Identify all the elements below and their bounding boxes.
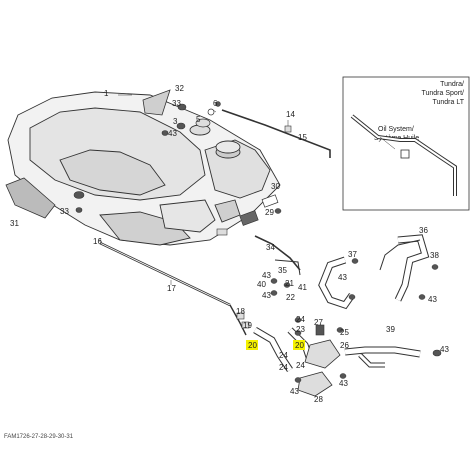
callout-37: 37 [348, 250, 357, 259]
callout-17: 17 [167, 284, 176, 293]
callout-39: 39 [386, 325, 395, 334]
callout-26: 26 [340, 341, 349, 350]
callout-35: 35 [278, 266, 287, 275]
callout-24c: 24 [279, 363, 288, 372]
callout-21: 21 [285, 279, 294, 288]
callout-31: 31 [10, 219, 19, 228]
callout-24b: 24 [279, 351, 288, 360]
callout-43e: 43 [428, 295, 437, 304]
valve-body [304, 339, 341, 369]
callout-14: 14 [286, 110, 295, 119]
callout-40: 40 [257, 280, 266, 289]
callout-38: 38 [430, 251, 439, 260]
callout-1: 1 [104, 89, 109, 98]
callout-24a: 24 [296, 315, 305, 324]
callout-33b: 33 [172, 99, 181, 108]
callout-43d: 43 [338, 273, 347, 282]
callout-34: 34 [266, 243, 275, 252]
callout-43b: 43 [262, 291, 271, 300]
callout-24d: 24 [296, 361, 305, 370]
inset-title-3: Tundra LT [432, 99, 464, 106]
callout-43f: 43 [440, 345, 449, 354]
callout-27: 27 [314, 318, 323, 327]
callout-36: 36 [419, 226, 428, 235]
oil-system-inset: Tundra/ Tundra Sport/ Tundra LT Oil Syst… [342, 76, 470, 211]
figure-id: FAM1726-27-28-29-30-31 [4, 434, 74, 440]
callout-28: 28 [314, 395, 323, 404]
callout-29: 29 [265, 208, 274, 217]
highlight-20b [293, 340, 305, 350]
highlight-20a [246, 340, 258, 350]
vent-line [221, 109, 331, 158]
callout-6: 6 [213, 99, 218, 108]
callout-43h: 43 [290, 387, 299, 396]
fuel-cap [195, 118, 211, 128]
callout-15: 15 [298, 133, 307, 142]
callout-18: 18 [236, 307, 245, 316]
callout-3: 3 [173, 117, 178, 126]
callout-25: 25 [340, 328, 349, 337]
bracket-28 [297, 371, 333, 397]
callout-23: 23 [296, 325, 305, 334]
callout-16: 16 [93, 237, 102, 246]
callout-41: 41 [298, 283, 307, 292]
callout-20a: 20 [248, 341, 257, 350]
oil-clamp [400, 149, 410, 159]
callout-43a: 43 [262, 271, 271, 280]
inset-title-1: Tundra/ [440, 81, 464, 88]
inset-title-2: Tundra Sport/ [421, 90, 464, 97]
callout-5: 5 [196, 115, 201, 124]
inset-oil-1: Oil System/ [378, 126, 414, 133]
pad-32 [142, 89, 171, 116]
callout-19: 19 [243, 321, 252, 330]
callout-43c: 43 [168, 129, 177, 138]
callout-43g: 43 [339, 379, 348, 388]
callout-30: 30 [271, 182, 280, 191]
callout-32: 32 [175, 84, 184, 93]
callout-20b: 20 [295, 341, 304, 350]
pad-31 [5, 177, 56, 219]
callout-22: 22 [286, 293, 295, 302]
fuel-tank [7, 91, 281, 246]
callout-33a: 33 [60, 207, 69, 216]
